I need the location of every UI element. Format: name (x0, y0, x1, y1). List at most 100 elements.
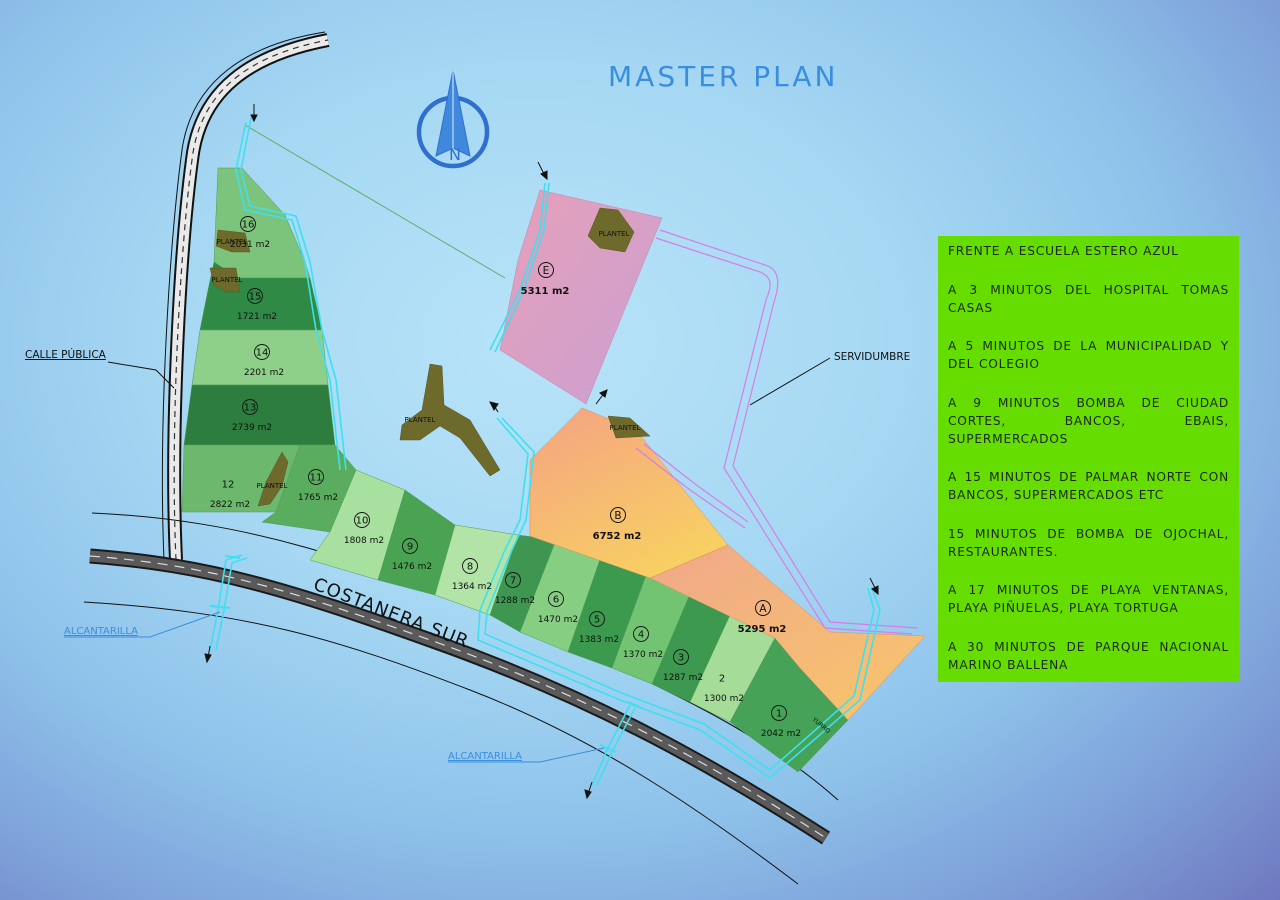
parcel-letter: B (614, 510, 621, 522)
lot-area: 1470 m2 (538, 615, 578, 625)
plantel-center (399, 363, 501, 477)
lot-number-circle (771, 705, 787, 721)
servidumbre-label: SERVIDUMBRE (834, 351, 911, 363)
calle-publica-road (161, 31, 330, 561)
lot-number: 7 (510, 576, 516, 587)
parcel-letter: A (759, 603, 767, 615)
info-line: A 3 MINUTOS DEL HOSPITAL TOMAS CASAS (948, 282, 1229, 315)
lot-number-circle (548, 591, 564, 607)
lot-number-circle (247, 288, 263, 304)
servidumbre-path (635, 229, 919, 635)
lot-number: 4 (638, 630, 644, 641)
parcel-area: 6752 m2 (593, 531, 642, 542)
info-line: A 17 MINUTOS DE PLAYA VENTANAS, PLAYA PI… (948, 583, 1229, 615)
lot-number-circle (589, 611, 605, 627)
lot-number: 8 (467, 562, 473, 573)
plantel-label: PLANTEL (212, 276, 243, 284)
lot-label: 9 1476 m2 (392, 538, 432, 572)
info-line: A 15 MINUTOS DE PALMAR NORTE CON BANCOS,… (948, 470, 1229, 502)
parcel-a (649, 544, 926, 721)
north-arrow-icon (416, 69, 490, 169)
lot-number: 3 (678, 653, 684, 664)
lot-area: 1808 m2 (344, 536, 384, 546)
lot-10 (309, 469, 406, 581)
lot-number: 6 (553, 595, 559, 606)
parcel-label: B 6752 m2 (593, 507, 642, 542)
lots-front (309, 469, 849, 773)
lot-number: 9 (407, 542, 413, 553)
north-letter: N (449, 145, 461, 164)
lot-number: 16 (242, 220, 255, 231)
lot-label: 15 1721 m2 (237, 288, 277, 322)
parcel-letter: E (543, 265, 550, 277)
flow-arrows (204, 104, 879, 800)
drainage-lines (209, 117, 881, 786)
lot-label: 8 1364 m2 (452, 558, 492, 592)
lot-area: 1476 m2 (392, 562, 432, 572)
lot-number: 10 (356, 516, 369, 527)
lot-number-circle (242, 399, 258, 415)
plantel-12 (257, 451, 289, 507)
lot-13 (183, 384, 336, 446)
lot-area: 1721 m2 (237, 312, 277, 322)
plantel-label: PLANTEL (610, 424, 641, 432)
info-panel: FRENTE A ESCUELA ESTERO AZUL A 3 MINUTOS… (938, 236, 1239, 682)
lot-area: 1765 m2 (298, 493, 338, 503)
lots-left (181, 167, 357, 533)
calle-publica-label: CALLE PÚBLICA (25, 349, 106, 361)
lot-area: 1383 m2 (579, 635, 619, 645)
info-line: A 30 MINUTOS DE PARQUE NACIONAL MARINO B… (948, 639, 1229, 672)
plantel-16 (215, 229, 251, 253)
plantel-label: PLANTEL (405, 416, 436, 424)
plantel-15 (209, 267, 241, 293)
lot-number: 14 (256, 348, 269, 359)
lot-label: 10 1808 m2 (344, 512, 384, 546)
lot-number-circle (240, 216, 256, 232)
info-line: A 9 MINUTOS BOMBA DE CIUDAD CORTES, BANC… (948, 395, 1229, 446)
lot-number: 15 (249, 292, 262, 303)
plantel-patches (209, 207, 651, 507)
info-line: A 5 MINUTOS DE LA MUNICIPALIDAD Y DEL CO… (948, 339, 1229, 371)
lot-number-circle (402, 538, 418, 554)
lot-label: 13 2739 m2 (232, 399, 272, 433)
lot-label: 5 1383 m2 (579, 611, 619, 645)
info-line: FRENTE A ESCUELA ESTERO AZUL (948, 244, 1179, 258)
parcel-letter-circle (610, 507, 626, 523)
lot-number-circle (354, 512, 370, 528)
lot-number: 5 (594, 615, 600, 626)
lot-number-circle (633, 626, 649, 642)
lot-area: 1287 m2 (663, 673, 703, 683)
lot-16 (213, 167, 311, 279)
lot-area: 1364 m2 (452, 582, 492, 592)
lot-area: 2822 m2 (210, 500, 250, 510)
lot-area: 2739 m2 (232, 423, 272, 433)
lot-number-circle (308, 469, 324, 485)
lot-number-circle (462, 558, 478, 574)
lot-number: 2 (719, 674, 725, 685)
plantel-label: PLANTEL (599, 230, 630, 238)
lot-label: 6 1470 m2 (538, 591, 578, 625)
leader-lines (107, 357, 831, 406)
lot-number-circle (505, 572, 521, 588)
alcantarilla-label-2: ALCANTARILLA (448, 751, 522, 762)
alcantarilla-label-1: ALCANTARILLA (64, 626, 138, 637)
plantel-label: PLANTEL (257, 482, 288, 490)
parcel-area: 5311 m2 (521, 286, 570, 297)
lot-area: 1300 m2 (704, 694, 744, 704)
lot-number: 13 (244, 403, 257, 414)
lot-number-circle (673, 649, 689, 665)
alcantarilla-leaders (64, 611, 605, 763)
lot-number-circle (254, 344, 270, 360)
boundary-line (244, 124, 506, 279)
plantel-b (607, 415, 651, 439)
